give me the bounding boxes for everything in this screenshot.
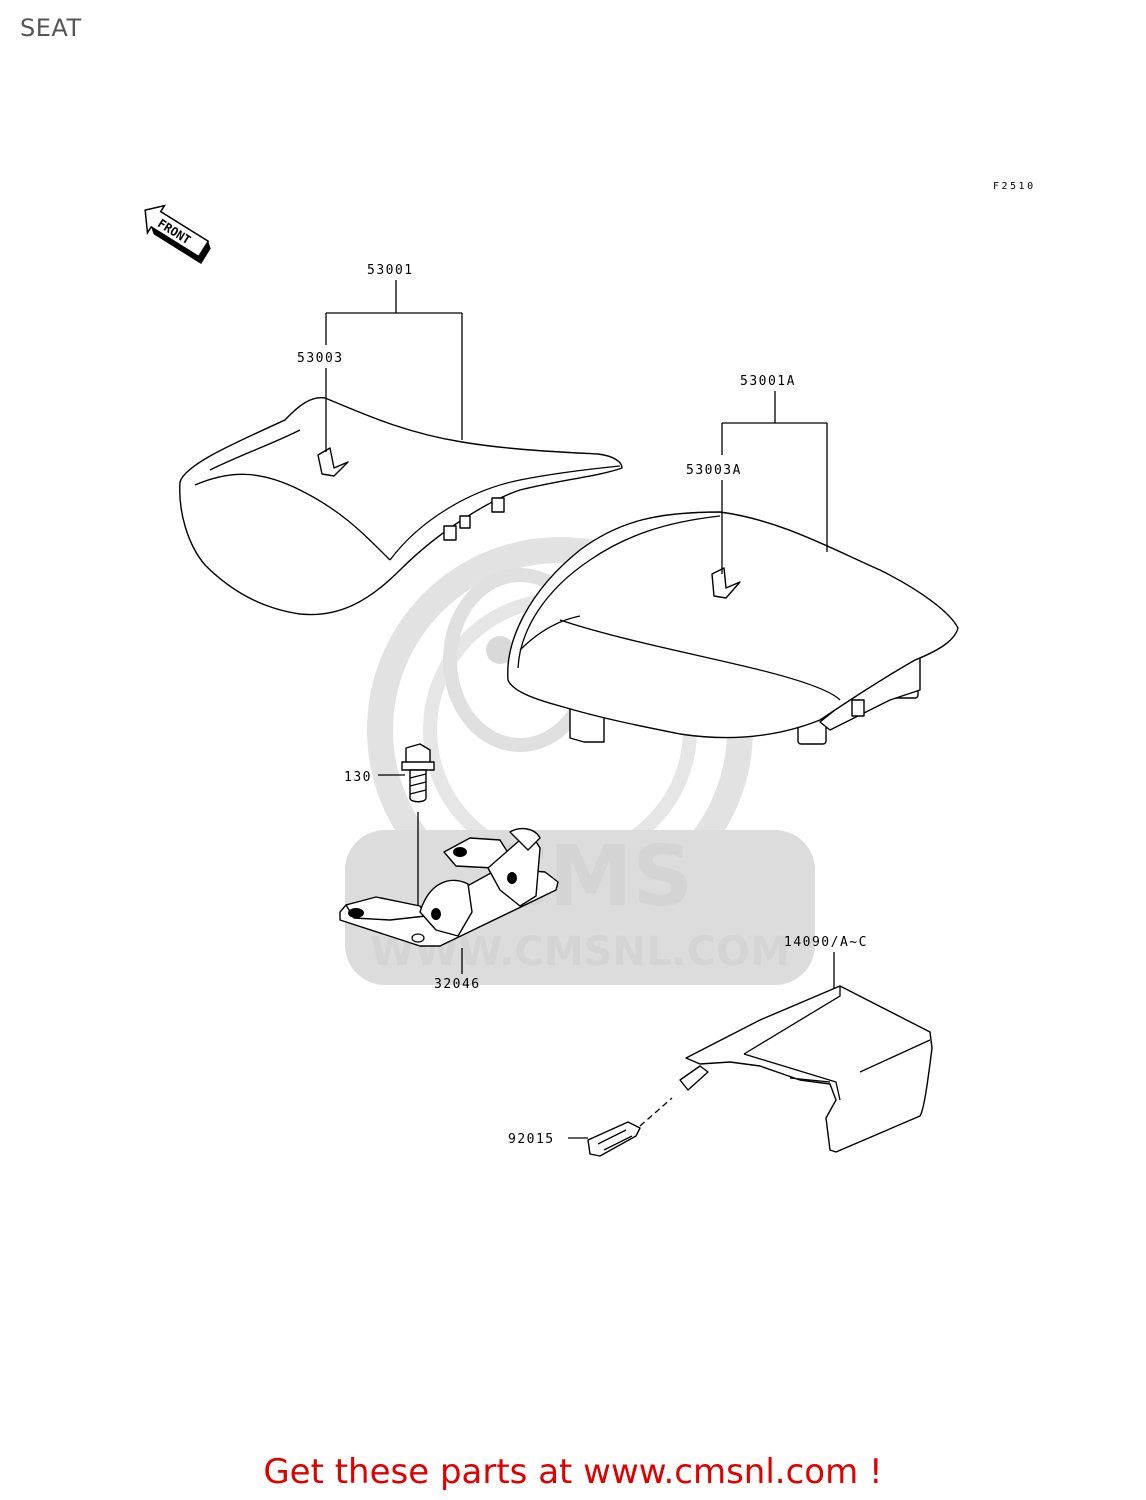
rear-seat-callout: 53001A 53003A — [686, 374, 828, 574]
label-53003: 53003 — [297, 351, 344, 366]
label-130: 130 — [344, 770, 372, 785]
page-title: SEAT — [20, 14, 82, 42]
label-53001a: 53001A — [740, 374, 796, 389]
front-seat — [179, 397, 623, 616]
front-seat-callout: 53001 53003 — [297, 263, 463, 452]
figure-code: F2510 — [993, 181, 1036, 192]
label-92015: 92015 — [508, 1132, 555, 1147]
front-arrow-icon: FRONT — [144, 204, 211, 264]
bracket: 32046 — [339, 827, 559, 992]
promo-link[interactable]: Get these parts at www.cmsnl.com ! — [263, 1452, 883, 1492]
label-53001: 53001 — [367, 263, 414, 278]
bolt: 130 — [344, 743, 435, 932]
label-53003a: 53003A — [686, 463, 742, 478]
rear-seat — [507, 511, 959, 745]
label-32046: 32046 — [434, 977, 481, 992]
label-14090: 14090/A~C — [784, 935, 868, 950]
seat-cowl: 14090/A~C — [679, 935, 933, 1153]
clip: 92015 — [508, 1097, 673, 1157]
